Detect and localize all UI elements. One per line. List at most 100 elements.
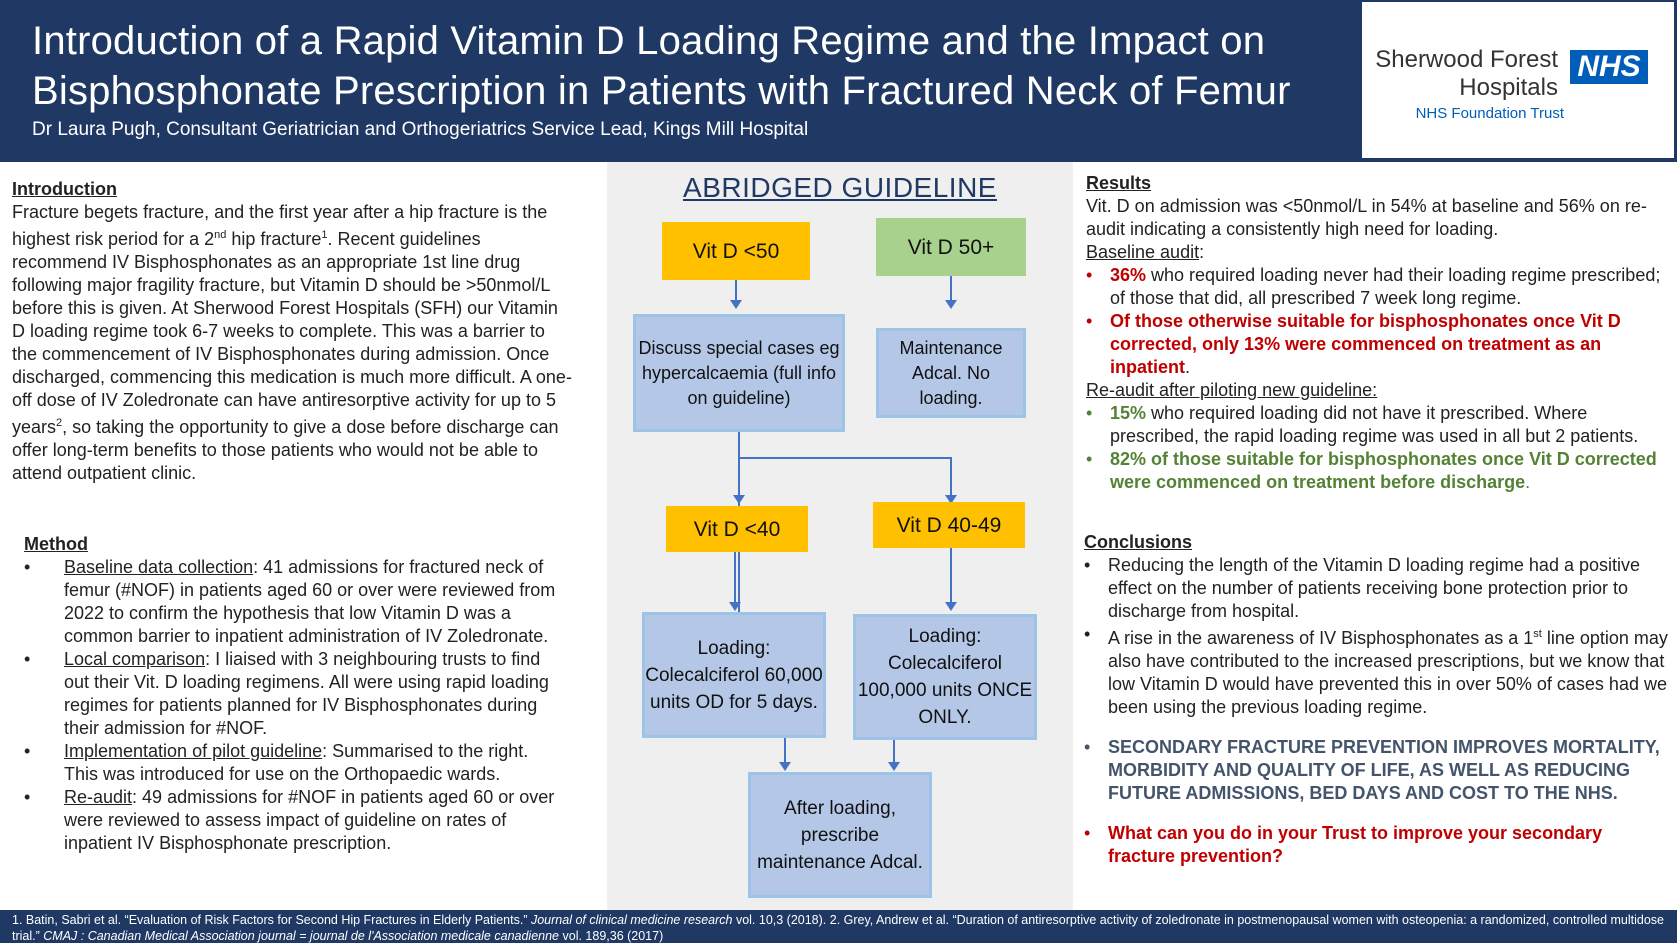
box-vitd-50-plus: Vit D 50+ — [876, 218, 1026, 276]
box-discuss-special-cases: Discuss special cases eg hypercalcaemia … — [633, 314, 845, 432]
arrow-line — [734, 552, 736, 604]
reaudit-result-2-period: . — [1525, 472, 1531, 492]
bullet-dot: • — [1086, 403, 1093, 423]
branch-line — [738, 457, 952, 459]
box-loading-60000: Loading: Colecalciferol 60,000 units OD … — [642, 612, 826, 738]
box-after-loading: After loading, prescribe maintenance Adc… — [748, 772, 932, 898]
reaudit-result-1-text: who required loading did not have it pre… — [1110, 403, 1639, 446]
conclusion-1-text: Reducing the length of the Vitamin D loa… — [1108, 555, 1641, 621]
conclusions-list: • Reducing the length of the Vitamin D lo… — [1084, 554, 1671, 868]
arrow-line — [784, 738, 786, 764]
intro-text-1: Fracture begets fracture, and the first … — [12, 202, 548, 249]
baseline-result-2-text: Of those otherwise suitable for bisphosp… — [1110, 311, 1621, 377]
arrow-line — [950, 457, 952, 497]
references-footer: 1. Batin, Sabri et al. “Evaluation of Ri… — [0, 910, 1677, 943]
method-list: •Baseline data collection: 41 admissions… — [24, 556, 564, 855]
reaudit-result-2-text: 82% of those suitable for bisphosphonate… — [1110, 449, 1657, 492]
intro-sup-1: nd — [214, 229, 227, 241]
conclusion-4: • What can you do in your Trust to improv… — [1084, 822, 1671, 868]
arrow-line — [893, 740, 895, 764]
title-line-1: Introduction of a Rapid Vitamin D Loadin… — [32, 19, 1266, 63]
box-vitd-under-50: Vit D <50 — [662, 222, 810, 280]
baseline-result-1-text: who required loading never had their loa… — [1110, 265, 1661, 308]
bullet-dot: • — [1086, 311, 1093, 331]
arrow-line — [950, 276, 952, 302]
reaudit-label: Re-audit after piloting new guideline: — [1086, 380, 1378, 400]
method-item-text: : 49 admissions for #NOF in patients age… — [64, 787, 555, 853]
baseline-audit-label: Baseline audit: — [1086, 241, 1671, 264]
introduction-heading: Introduction — [12, 179, 117, 199]
method-item-label: Implementation of pilot guideline — [64, 741, 323, 761]
bullet-dot: • — [24, 741, 31, 761]
trust-logo: Sherwood Forest Hospitals NHS NHS Founda… — [1362, 2, 1674, 158]
arrowhead — [945, 495, 957, 504]
bullet-dot: • — [1086, 449, 1093, 469]
bullet-dot: • — [24, 787, 31, 807]
ref-2-text: vol. 10,3 (2018). 2. Grey, Andrew et al.… — [12, 913, 1664, 943]
arrowhead — [779, 762, 791, 771]
arrow-line — [950, 548, 952, 604]
author-line: Dr Laura Pugh, Consultant Geriatrician a… — [32, 119, 809, 140]
method-heading: Method — [24, 534, 88, 554]
method-item-label: Re-audit — [64, 787, 133, 807]
intro-sup-2: 1 — [321, 229, 328, 241]
method-item-text: : Summarised to the right. This was intr… — [64, 741, 529, 784]
bullet-dot: • — [1084, 737, 1091, 757]
conclusion-4-text: What can you do in your Trust to improve… — [1108, 823, 1603, 866]
results-section: Results Vit. D on admission was <50nmol/… — [1086, 172, 1671, 494]
method-item-label: Local comparison — [64, 649, 206, 669]
ref-1-text: 1. Batin, Sabri et al. “Evaluation of Ri… — [12, 913, 531, 927]
intro-text-2: hip fracture — [226, 229, 322, 249]
baseline-result-1: • 36% who required loading never had thei… — [1086, 264, 1671, 310]
box-maintenance-no-loading: Maintenance Adcal. No loading. — [876, 328, 1026, 418]
conclusion-2: • A rise in the awareness of IV Bisphosph… — [1084, 623, 1671, 719]
arrow-line — [735, 280, 737, 302]
ref-1-journal: Journal of clinical medicine research — [530, 913, 733, 927]
bullet-dot: • — [1084, 823, 1091, 843]
box-vitd-under-40: Vit D <40 — [666, 506, 808, 552]
method-item-reaudit: • Re-audit: 49 admissions for #NOF in pat… — [24, 786, 564, 855]
method-item-local: • Local comparison: I liaised with 3 neig… — [24, 648, 564, 740]
bullet-dot: • — [24, 649, 31, 669]
arrowhead — [733, 495, 745, 504]
logo-name-line-2: Hospitals — [1459, 74, 1558, 101]
box-vitd-40-49: Vit D 40-49 — [873, 502, 1025, 548]
baseline-audit-text: Baseline audit — [1086, 242, 1200, 262]
bullet-dot: • — [1084, 624, 1091, 644]
baseline-pct-36: 36% — [1110, 265, 1147, 285]
nhs-badge: NHS — [1570, 50, 1648, 84]
method-item-text: : I liaised with 3 neighbouring trusts t… — [64, 649, 549, 738]
conclusion-2-text-b: line option may also have contributed to… — [1108, 628, 1668, 717]
conclusion-2-text-a: A rise in the awareness of IV Bisphospho… — [1108, 628, 1534, 648]
intro-text-3: . Recent guidelines recommend IV Bisphos… — [12, 229, 572, 437]
reaudit-results-list: • 15% who required loading did not have i… — [1086, 402, 1671, 494]
arrowhead — [888, 762, 900, 771]
arrowhead — [945, 602, 957, 611]
title-line-2: Bisphosphonate Prescription in Patients … — [32, 69, 1291, 113]
reaudit-pct-15: 15% — [1110, 403, 1147, 423]
method-item-text: : 41 admissions for fractured neck of fe… — [64, 557, 556, 646]
conclusion-3: • SECONDARY FRACTURE PREVENTION IMPROVES … — [1084, 736, 1671, 805]
method-section: Method •Baseline data collection: 41 adm… — [24, 533, 564, 855]
ref-2-end: vol. 189,36 (2017) — [559, 929, 664, 943]
conclusion-2-sup: st — [1533, 628, 1542, 640]
baseline-result-2: • Of those otherwise suitable for bisphos… — [1086, 310, 1671, 379]
introduction-section: Introduction Fracture begets fracture, a… — [12, 178, 572, 485]
logo-name-line-1: Sherwood Forest — [1375, 46, 1558, 73]
guideline-title: ABRIDGED GUIDELINE — [683, 172, 997, 203]
intro-sup-3: 2 — [56, 417, 63, 429]
introduction-text: Fracture begets fracture, and the first … — [12, 201, 572, 485]
bullet-dot: • — [1086, 265, 1093, 285]
guideline-flowchart: ABRIDGED GUIDELINE Vit D <50 Vit D 50+ D… — [607, 162, 1073, 910]
reaudit-result-1: • 15% who required loading did not have i… — [1086, 402, 1671, 448]
conclusion-3-text: SECONDARY FRACTURE PREVENTION IMPROVES M… — [1108, 737, 1660, 803]
poster-title: Introduction of a Rapid Vitamin D Loadin… — [32, 16, 1332, 116]
bullet-dot: • — [1084, 555, 1091, 575]
method-item-baseline: •Baseline data collection: 41 admissions… — [24, 556, 564, 648]
bullet-dot: • — [24, 557, 31, 577]
ref-2-journal: CMAJ : Canadian Medical Association jour… — [43, 929, 560, 943]
arrowhead — [729, 602, 741, 611]
box-loading-100000: Loading: Colecalciferol 100,000 units ON… — [853, 614, 1037, 740]
method-item-pilot: • Implementation of pilot guideline: Summ… — [24, 740, 564, 786]
conclusions-section: Conclusions •Reducing the length of the … — [1084, 531, 1671, 868]
